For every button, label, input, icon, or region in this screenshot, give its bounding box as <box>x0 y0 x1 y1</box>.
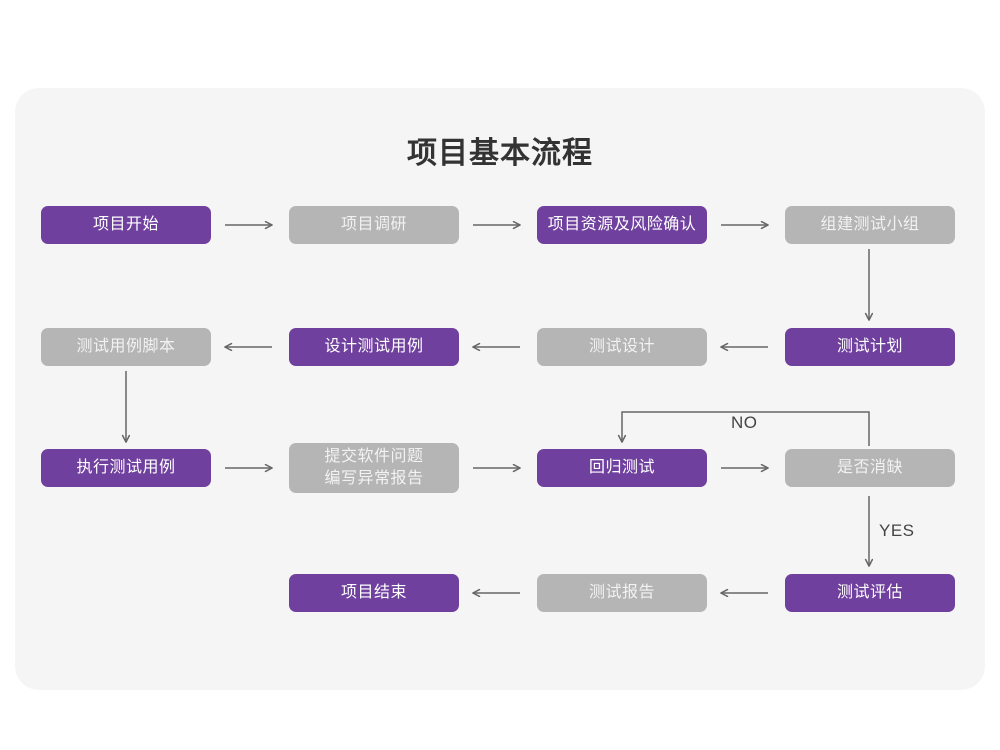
edge-label-no: NO <box>731 413 758 432</box>
flow-node-design-test-case[interactable]: 设计测试用例 <box>289 328 459 366</box>
flow-node-defect-resolved-decision[interactable]: 是否消缺 <box>785 449 955 487</box>
flow-node-test-case-script[interactable]: 测试用例脚本 <box>41 328 211 366</box>
flow-node-test-report[interactable]: 测试报告 <box>537 574 707 612</box>
flow-node-project-end[interactable]: 项目结束 <box>289 574 459 612</box>
flow-node-build-test-team[interactable]: 组建测试小组 <box>785 206 955 244</box>
flow-node-regression-test[interactable]: 回归测试 <box>537 449 707 487</box>
page-title: 项目基本流程 <box>407 137 593 170</box>
flow-node-test-evaluation[interactable]: 测试评估 <box>785 574 955 612</box>
flow-node-project-start[interactable]: 项目开始 <box>41 206 211 244</box>
flow-node-resource-risk-confirm[interactable]: 项目资源及风险确认 <box>537 206 707 244</box>
flow-node-test-design[interactable]: 测试设计 <box>537 328 707 366</box>
flow-node-project-research[interactable]: 项目调研 <box>289 206 459 244</box>
edge-label-yes: YES <box>879 521 915 540</box>
flow-node-submit-issue-report[interactable]: 提交软件问题 编写异常报告 <box>289 443 459 493</box>
flow-node-test-plan[interactable]: 测试计划 <box>785 328 955 366</box>
flow-node-execute-test-case[interactable]: 执行测试用例 <box>41 449 211 487</box>
